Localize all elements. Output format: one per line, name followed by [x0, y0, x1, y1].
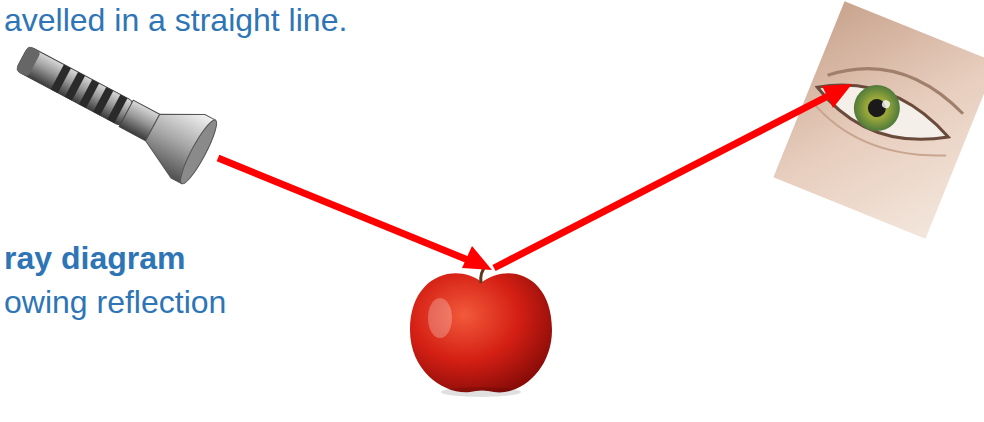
apple — [410, 266, 552, 397]
light-ray — [218, 84, 852, 270]
caption-fragment: owing reflection — [4, 284, 226, 321]
torch — [5, 26, 222, 187]
eye-picture — [773, 1, 984, 239]
heading-fragment: avelled in a straight line. — [4, 2, 347, 39]
diagram-term: ray diagram — [4, 240, 185, 277]
